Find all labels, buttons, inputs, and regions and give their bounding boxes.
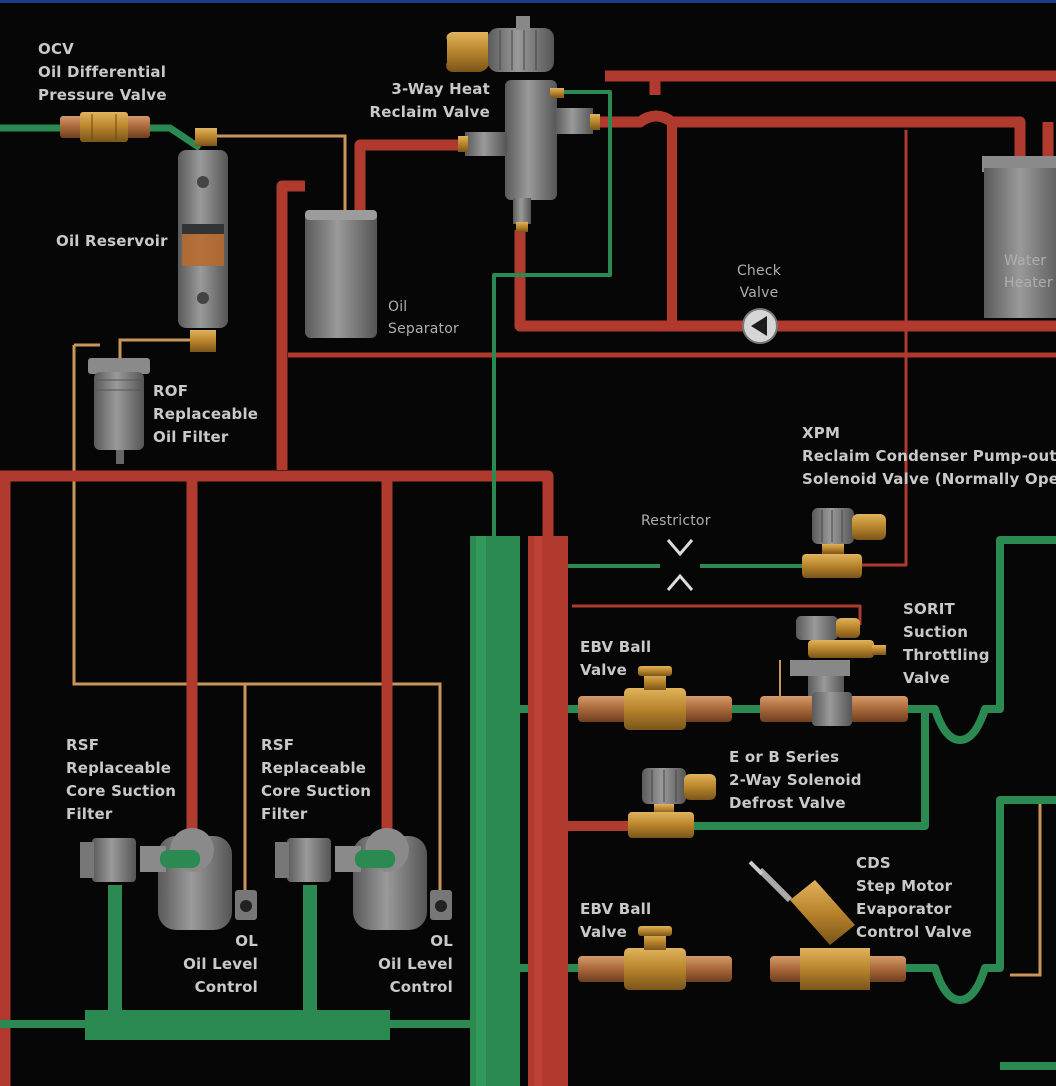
ebv-ball-valve-1 (578, 666, 732, 730)
suction-manifold (85, 1010, 390, 1040)
oil-reservoir-label: Oil Reservoir (56, 232, 168, 250)
ocv-valve (60, 112, 150, 142)
restrictor-label: Restrictor (641, 513, 711, 529)
oil-reservoir (178, 128, 228, 352)
check-valve-icon (742, 308, 778, 344)
compressor-1 (80, 828, 257, 930)
three-way-heat-reclaim-valve (446, 16, 600, 232)
xpm-solenoid-valve (802, 508, 886, 578)
hot-gas-lines (0, 70, 1056, 1086)
e-or-b-solenoid-valve (628, 768, 716, 838)
rof-filter (88, 358, 150, 464)
restrictor-icon (666, 539, 694, 591)
sorit-valve (760, 616, 908, 726)
compressor-2 (275, 828, 452, 930)
ebv-ball-valve-2 (578, 926, 732, 990)
top-edge-accent (0, 0, 1056, 3)
cds-step-motor-valve (748, 860, 906, 990)
oil-separator (305, 210, 377, 338)
water-heater (982, 156, 1056, 318)
